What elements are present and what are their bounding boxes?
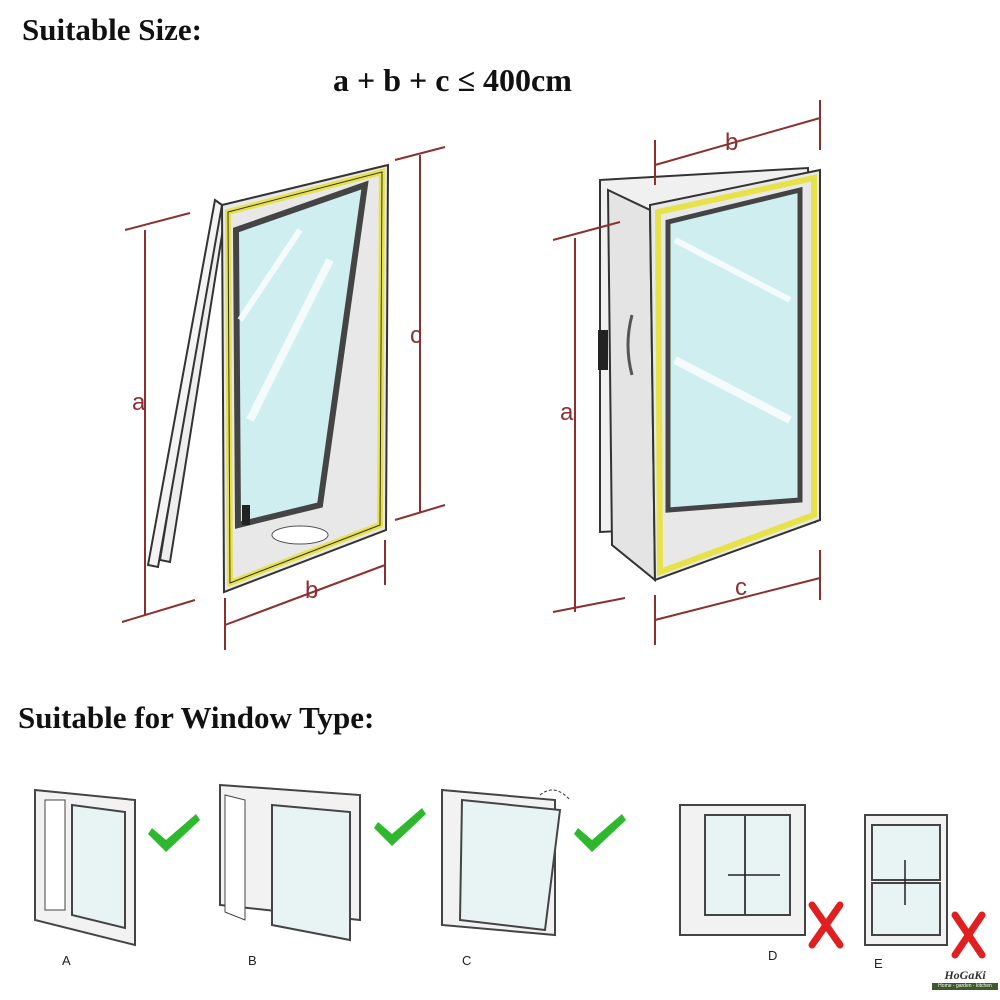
left-dim-label-b: b	[305, 577, 318, 604]
brand-logo: HoGaKi Home - garden - kitchen	[932, 968, 998, 990]
right-dim-label-c: c	[735, 574, 747, 601]
right-dimension-lines	[552, 100, 821, 645]
left-dim-label-c: c	[410, 322, 422, 349]
check-icon	[574, 814, 626, 852]
size-formula: a + b + c ≤ 400cm	[333, 62, 572, 98]
window-type-b: B	[219, 783, 361, 968]
check-icon	[374, 808, 426, 846]
window-type-heading: Suitable for Window Type:	[18, 700, 375, 735]
window-type-label-e: E	[874, 956, 883, 971]
check-icon	[148, 814, 200, 852]
window-type-label-b: B	[248, 953, 257, 968]
window-type-a: A	[34, 788, 136, 968]
cross-icon	[808, 901, 844, 949]
left-dim-label-a: a	[132, 389, 146, 416]
suitable-size-heading: Suitable Size:	[22, 12, 202, 47]
cross-icon	[951, 911, 986, 959]
window-type-c: C	[441, 788, 571, 968]
window-type-label-c: C	[462, 953, 471, 968]
logo-tagline: Home - garden - kitchen	[932, 983, 998, 990]
window-type-label-d: D	[768, 948, 777, 963]
left-window-diagram	[146, 163, 390, 594]
right-window-diagram	[598, 166, 821, 583]
left-dimension-lines	[121, 146, 446, 650]
window-type-e: E	[864, 814, 948, 971]
window-type-d: D	[679, 804, 806, 963]
window-type-label-a: A	[62, 953, 71, 968]
right-dim-label-a: a	[560, 399, 574, 426]
logo-name: HoGaKi	[944, 968, 986, 982]
right-dim-label-b: b	[725, 129, 738, 156]
